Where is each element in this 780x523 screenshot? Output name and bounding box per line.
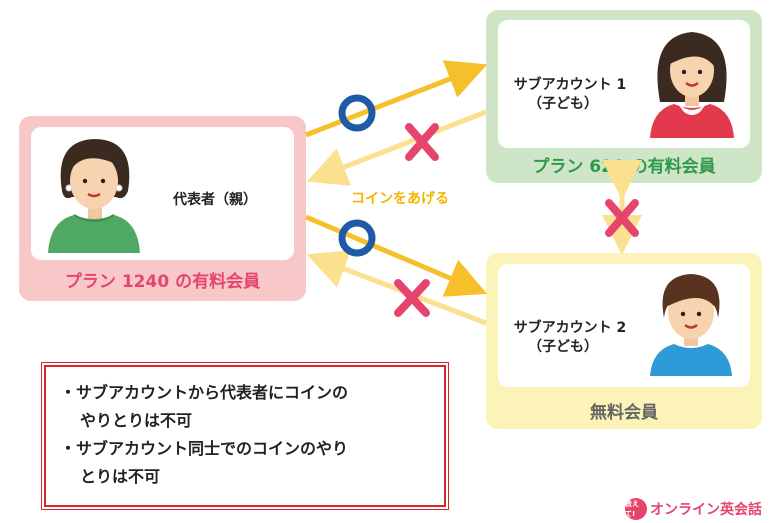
note-line-3: ・サブアカウント同士でのコインのやり <box>60 439 349 458</box>
sub2-role: （子ども） <box>528 339 598 355</box>
arrow-parent-to-sub2 <box>305 214 488 297</box>
arrow-caption: コインをあげる <box>351 191 449 207</box>
sub1-avatar <box>650 32 734 138</box>
sub2-avatar <box>650 274 732 376</box>
parent-avatar <box>48 139 140 253</box>
ng-mark-sub2 <box>394 279 430 317</box>
ok-mark-sub1 <box>338 94 376 132</box>
parent-plan-label: プラン 1240 の有料会員 <box>64 272 261 292</box>
sub2-plan-label: 無料会員 <box>590 403 658 423</box>
note-line-4: とりは不可 <box>80 467 161 486</box>
arrow-sub1-to-parent <box>306 109 487 186</box>
sub1-role: （子ども） <box>528 96 598 112</box>
arrow-parent-to-sub1 <box>305 60 488 138</box>
ok-mark-sub2 <box>338 219 376 257</box>
sub2-name: サブアカウント 2 <box>513 320 627 336</box>
ng-mark-between-subs <box>605 199 639 237</box>
ng-mark-sub1 <box>405 123 439 161</box>
parent-role-label: 代表者（親） <box>173 192 257 208</box>
note-line-1: ・サブアカウントから代表者にコインの <box>60 383 349 402</box>
logo-text: オンライン英会話 <box>650 502 762 518</box>
notes-box: ・サブアカウントから代表者にコインの やりとりは不可 ・サブアカウント同士でのコ… <box>41 362 449 510</box>
site-logo: 教えて! オンライン英会話 <box>625 498 762 520</box>
logo-badge: 教えて! <box>625 498 647 520</box>
note-line-2: やりとりは不可 <box>80 411 193 430</box>
sub1-name: サブアカウント 1 <box>513 77 627 93</box>
